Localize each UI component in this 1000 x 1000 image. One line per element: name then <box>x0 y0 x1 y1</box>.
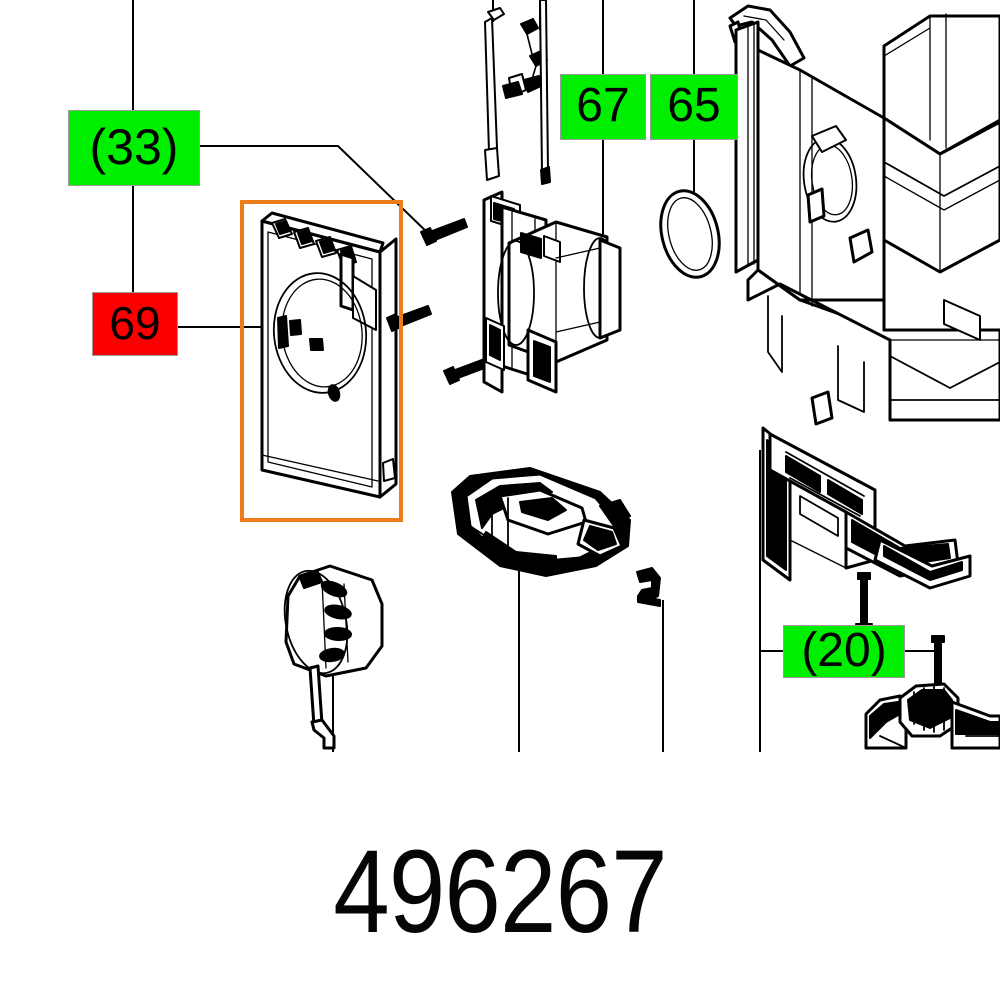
callout-65-label: 65 <box>667 79 721 132</box>
callout-69[interactable]: 69 <box>92 292 178 356</box>
callout-67[interactable]: 67 <box>560 74 646 140</box>
callout-33-label: (33) <box>89 119 179 175</box>
filter-cylinder <box>283 564 384 750</box>
cover-plate-part <box>260 211 398 499</box>
callout-67-label: 67 <box>576 79 630 132</box>
small-clip <box>636 567 661 607</box>
handle-bracket <box>761 426 972 590</box>
callout-20-label: (20) <box>801 623 887 677</box>
latch-assembly <box>451 467 631 577</box>
callout-65[interactable]: 65 <box>650 74 738 140</box>
housing-body <box>728 4 1000 426</box>
highlight-box <box>240 200 403 522</box>
base-fitting <box>864 682 1000 750</box>
rod-clip-set <box>484 0 551 185</box>
part-number: 496267 <box>333 826 667 958</box>
callout-69-label: 69 <box>109 297 161 349</box>
callout-33[interactable]: (33) <box>68 110 200 186</box>
sealing-ring <box>659 189 721 279</box>
motor-fan-assembly <box>482 190 622 394</box>
screw-upper <box>420 218 468 246</box>
callout-20[interactable]: (20) <box>783 625 905 678</box>
